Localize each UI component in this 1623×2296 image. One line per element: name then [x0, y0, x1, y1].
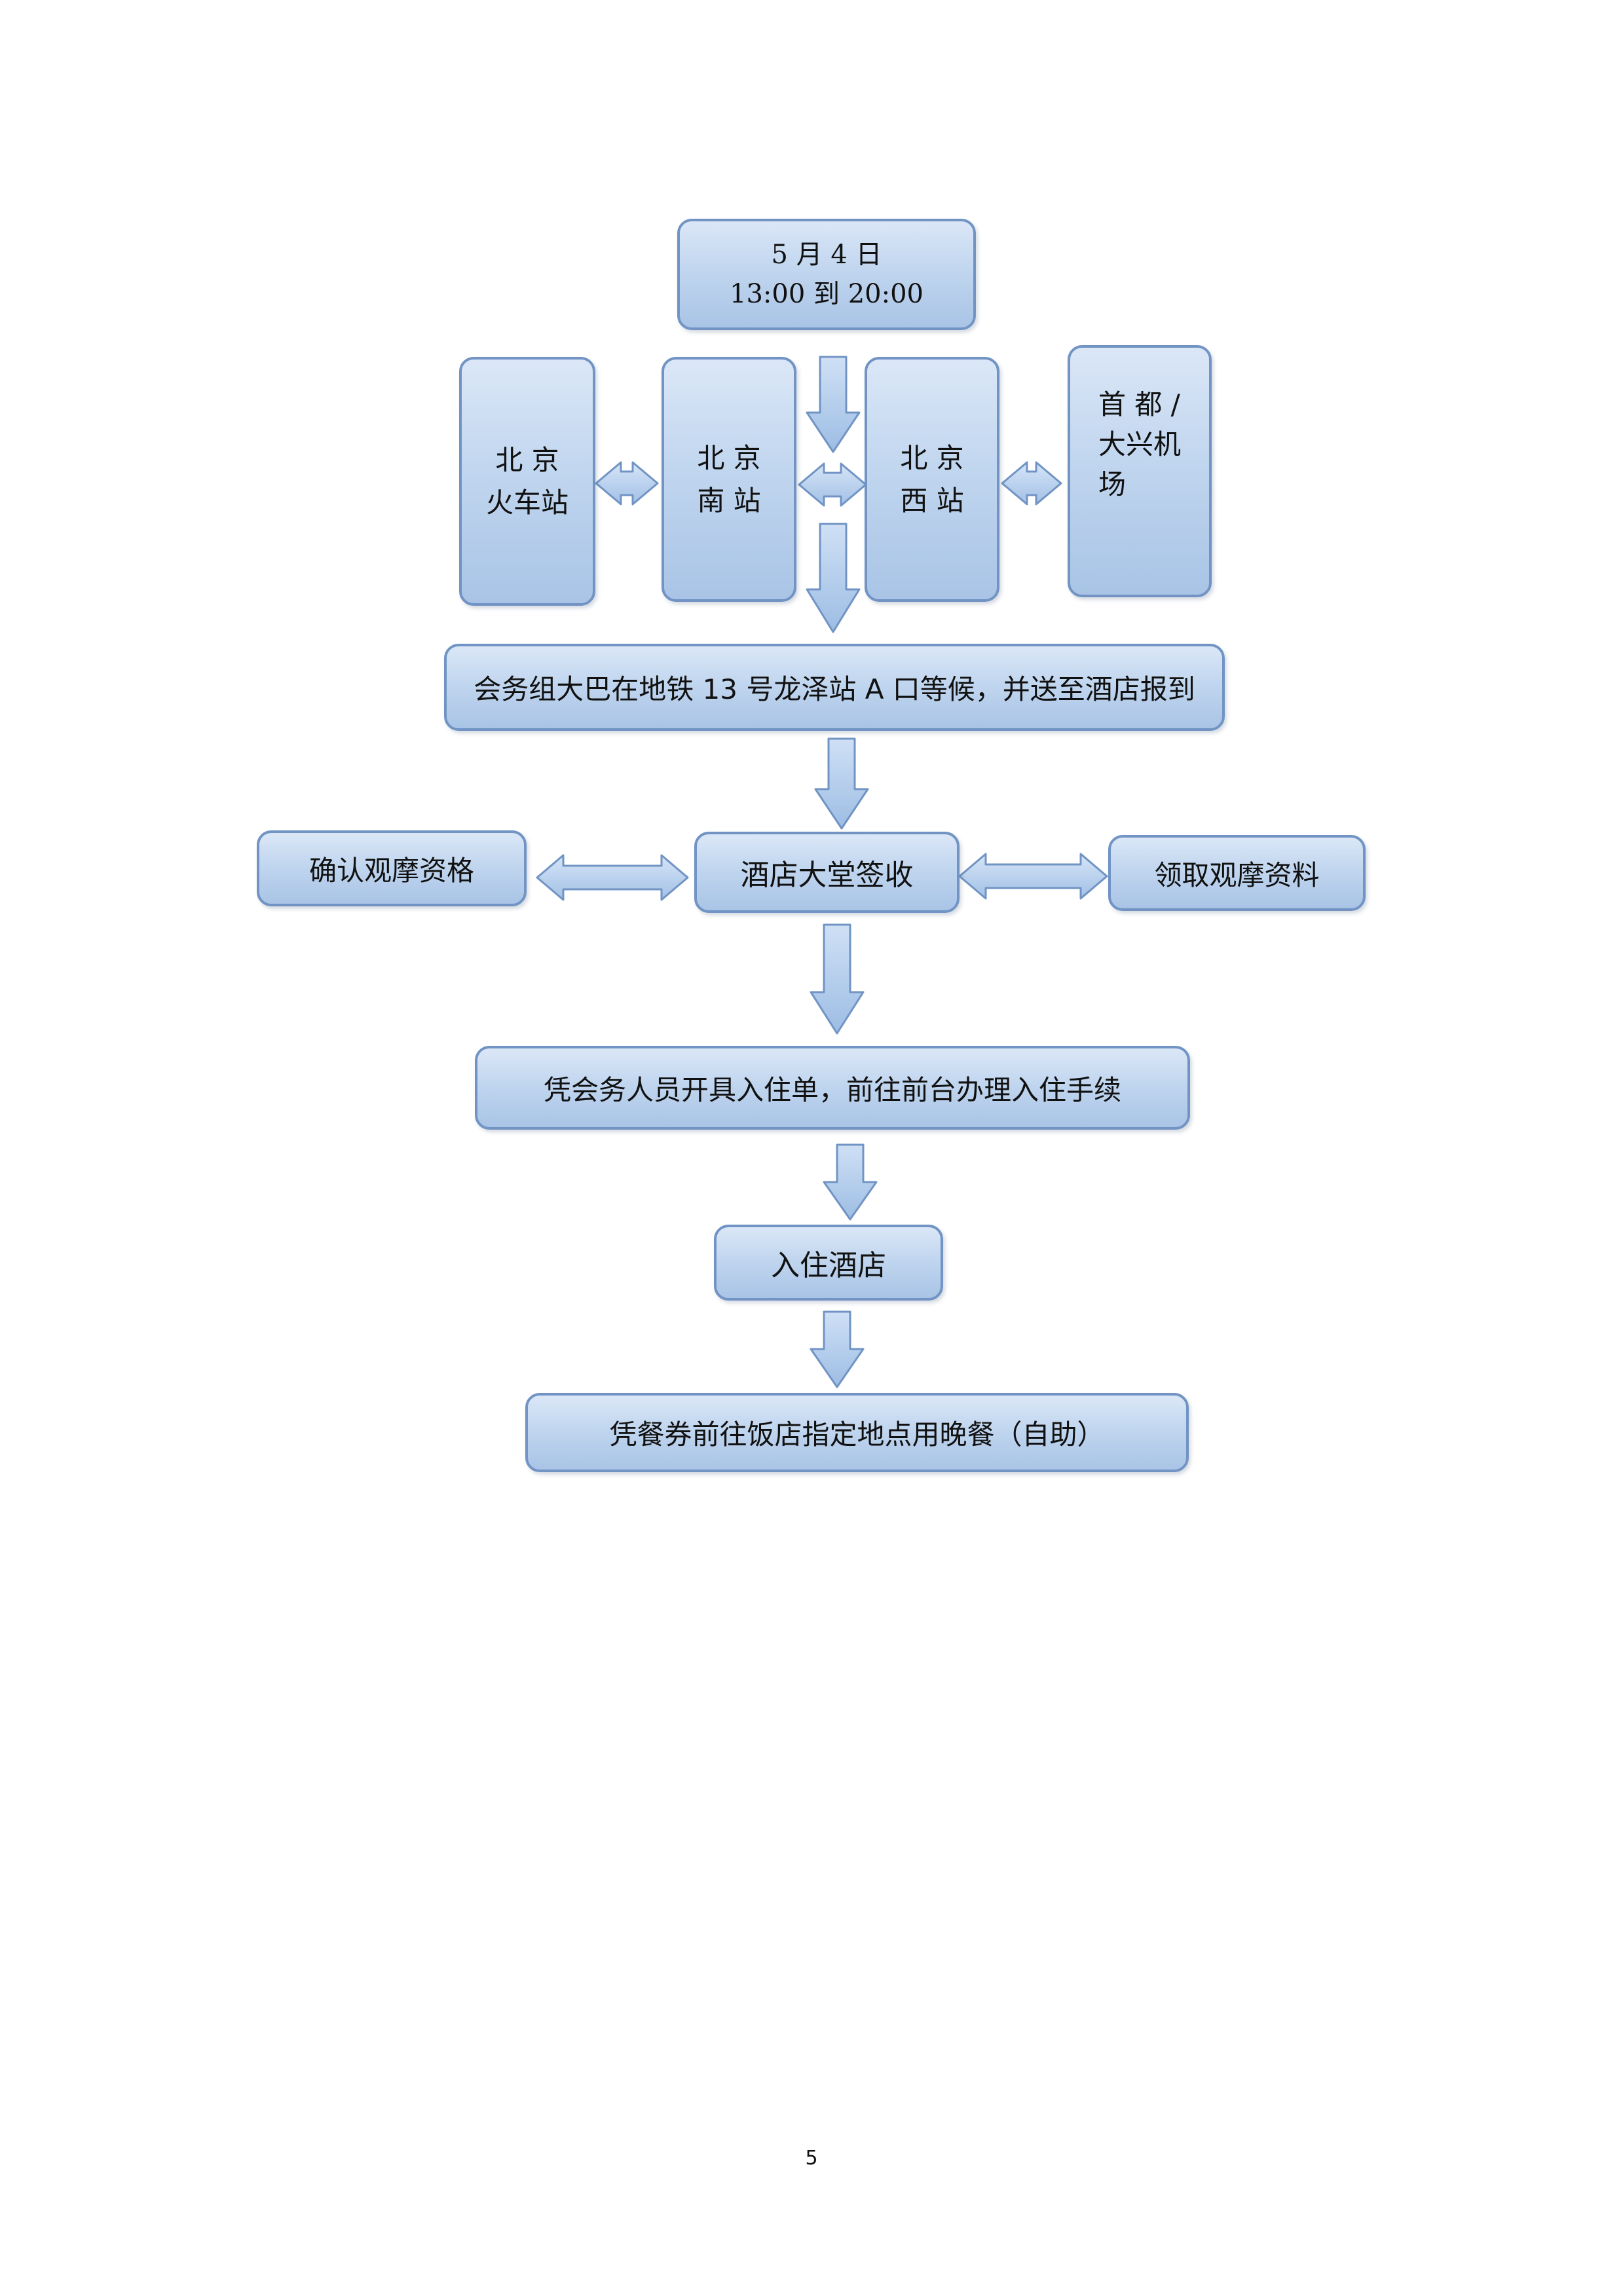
airport-line2: 大兴机	[1098, 428, 1181, 461]
arrow-double-confirm-lobby	[536, 854, 689, 901]
arrow-double-west-airport	[1001, 461, 1062, 506]
date-text: 5 月 4 日	[771, 240, 882, 270]
airport-line1: 首 都 /	[1098, 388, 1180, 421]
arrow-double-train-south	[595, 461, 659, 506]
station-beijing-railway: 北 京 火车站	[459, 357, 595, 606]
station-beijing-railway-line2: 火车站	[485, 487, 569, 519]
dinner-text: 凭餐券前往饭店指定地点用晚餐（自助）	[609, 1418, 1105, 1451]
date-time-box: 5 月 4 日 13:00 到 20:00	[677, 219, 976, 330]
checkin-form-box: 凭会务人员开具入住单，前往前台办理入住手续	[475, 1046, 1190, 1130]
dinner-box: 凭餐券前往饭店指定地点用晚餐（自助）	[525, 1393, 1189, 1472]
station-beijing-west-line2: 西 站	[900, 485, 964, 517]
shuttle-bus-text: 会务组大巴在地铁 13 号龙泽站 A 口等候，并送至酒店报到	[474, 673, 1195, 705]
arrow-down-form-to-stay	[823, 1143, 878, 1221]
arrow-double-south-west	[798, 462, 867, 507]
airport-line3: 场	[1098, 468, 1126, 500]
confirm-qualification-box: 确认观摩资格	[257, 830, 527, 906]
arrow-down-stay-to-dinner	[810, 1310, 865, 1388]
arrow-down-stations-to-bus	[806, 523, 861, 633]
station-beijing-south-line1: 北 京	[697, 441, 761, 474]
arrow-double-lobby-materials	[958, 853, 1108, 900]
check-into-hotel-text: 入住酒店	[771, 1249, 886, 1282]
check-into-hotel-box: 入住酒店	[714, 1225, 943, 1301]
time-range-text: 13:00 到 20:00	[730, 279, 923, 309]
arrow-down-date	[806, 356, 861, 453]
checkin-form-text: 凭会务人员开具入住单，前往前台办理入住手续	[543, 1073, 1121, 1106]
station-beijing-west: 北 京 西 站	[865, 357, 999, 602]
collect-materials-box: 领取观摩资料	[1108, 835, 1366, 911]
page-number: 5	[805, 2147, 818, 2170]
station-beijing-south: 北 京 南 站	[662, 357, 796, 602]
station-beijing-railway-line1: 北 京	[495, 443, 559, 476]
station-beijing-west-line1: 北 京	[900, 441, 964, 474]
hotel-lobby-signin-text: 酒店大堂签收	[740, 859, 914, 892]
arrow-down-bus-to-lobby	[814, 737, 869, 830]
hotel-lobby-signin-box: 酒店大堂签收	[694, 832, 960, 913]
confirm-qualification-text: 确认观摩资格	[308, 854, 474, 887]
shuttle-bus-box: 会务组大巴在地铁 13 号龙泽站 A 口等候，并送至酒店报到	[444, 644, 1225, 731]
arrow-down-lobby-to-form	[810, 923, 865, 1035]
station-beijing-south-line2: 南 站	[697, 485, 761, 517]
collect-materials-text: 领取观摩资料	[1154, 859, 1320, 891]
station-capital-daxing-airport: 首 都 / 大兴机 场	[1068, 345, 1212, 597]
